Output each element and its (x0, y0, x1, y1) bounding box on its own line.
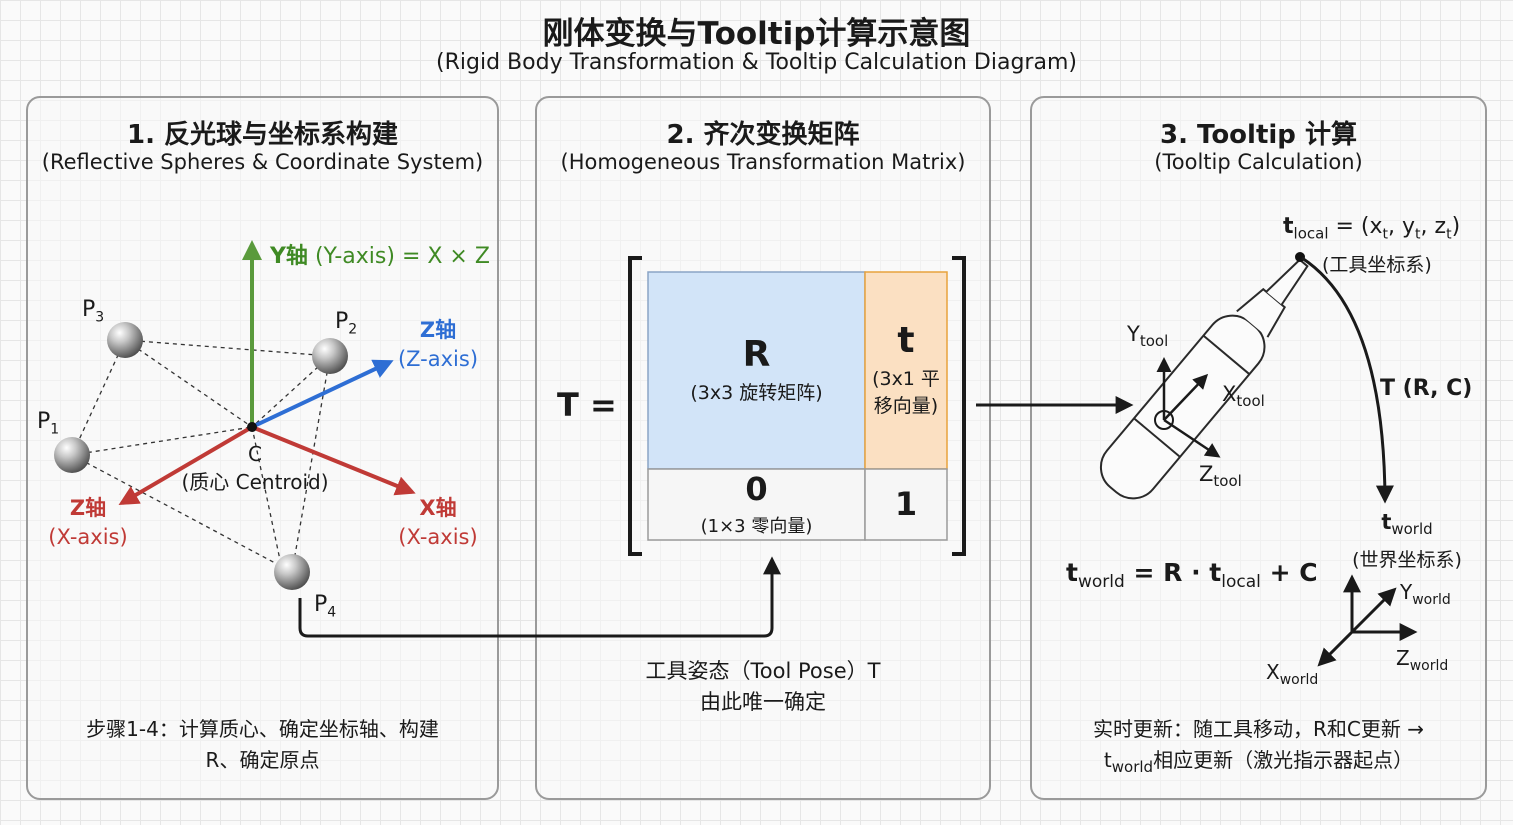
centroid-label: C(质心 Centroid) (181, 442, 329, 494)
matrix-zero-block (647, 468, 866, 541)
left-axis-arrow (118, 425, 254, 506)
matrix-one-block (864, 468, 948, 541)
matrix-brackets (628, 256, 966, 556)
point-label-p3: P3 (82, 297, 105, 326)
tworld-equation: tworld = R · tlocal + C (1066, 558, 1318, 592)
point-label-p1: P1 (37, 409, 60, 438)
zworld-label: Zworld (1396, 646, 1449, 674)
sphere-p3 (107, 322, 143, 358)
transform-label: T (R, C) (1380, 376, 1473, 401)
point-label-p4: P4 (314, 592, 337, 621)
panel1-subtitle: (Reflective Spheres & Coordinate System) (41, 150, 484, 174)
panel3-note-line2: tworld相应更新（激光指示器起点） (1032, 745, 1485, 783)
sphere-p2 (312, 338, 348, 374)
ztool-arrow (1163, 418, 1221, 458)
matrix-t-block (864, 271, 948, 470)
matrix-r-label: R (742, 334, 771, 375)
sphere-p1 (54, 437, 90, 473)
y-axis-label: Y轴 (Y-axis) = X × Z (270, 244, 490, 269)
matrix-zero-sub: (1×3 零向量) (700, 516, 813, 537)
note-t: t (1103, 748, 1112, 772)
panel2-note-line1: 工具姿态（Tool Pose）T (645, 659, 881, 683)
panel2-note: 工具姿态（Tool Pose）T 由此唯一确定 (537, 656, 989, 718)
matrix-zero-label: 0 (745, 470, 768, 508)
xtool-label: Xtool (1222, 382, 1265, 411)
panel2-subtitle: (Homogeneous Transformation Matrix) (560, 150, 966, 174)
panel3-note: 实时更新：随工具移动，R和C更新 → tworld相应更新（激光指示器起点） (1032, 714, 1485, 783)
note-t-sub: world (1111, 758, 1154, 776)
sphere-p4 (274, 554, 310, 590)
tlocal-label: tlocal = (xt, yt, zt) (1283, 214, 1461, 243)
t-equals: T = (557, 386, 617, 424)
matrix-one-label: 1 (894, 485, 918, 523)
transform-curve-arrow (1301, 256, 1394, 504)
matrix-r-block (647, 271, 866, 470)
diagram-subtitle: (Rigid Body Transformation & Tooltip Cal… (436, 50, 1077, 75)
yworld-arrow (1350, 587, 1397, 634)
panel1-note-line2: R、确定原点 (205, 748, 320, 772)
matrix-t-sub: (3x1 平移向量) (872, 368, 940, 417)
matrix-t-label: t (897, 320, 915, 361)
p4-to-matrix-connector (298, 556, 781, 638)
xworld-arrow (1317, 630, 1354, 667)
point-label-p2: P2 (335, 309, 358, 338)
world-frame-label: (世界坐标系) (1352, 549, 1462, 571)
panel1-title: 1. 反光球与坐标系构建 (126, 120, 399, 150)
panel3-title: 3. Tooltip 计算 (1160, 120, 1357, 150)
panel1-note: 步骤1-4：计算质心、确定坐标轴、构建 R、确定原点 (28, 714, 497, 776)
note-rest: 相应更新（激光指示器起点） (1153, 748, 1414, 772)
panel-coordinate-system: 1. 反光球与坐标系构建 (Reflective Spheres & Coord… (26, 96, 499, 800)
ztool-label: Ztool (1199, 462, 1242, 491)
x-axis-label: X轴(X-axis) (398, 496, 478, 549)
panel-tooltip-calculation: 3. Tooltip 计算 (Tooltip Calculation) 实时更新… (1030, 96, 1487, 800)
xworld-label: Xworld (1266, 660, 1319, 688)
tool-frame-label: (工具坐标系) (1322, 254, 1432, 276)
ytool-label: Ytool (1127, 322, 1169, 351)
yworld-label: Yworld (1400, 580, 1451, 608)
diagram-title: 刚体变换与Tooltip计算示意图 (542, 16, 971, 52)
x-axis-arrow (251, 425, 416, 496)
left-axis-label: Z轴(X-axis) (48, 496, 128, 549)
z-axis-arrow (251, 359, 394, 429)
tworld-label: tworld (1381, 510, 1433, 539)
panel2-title: 2. 齐次变换矩阵 (666, 120, 860, 150)
panel2-note-line2: 由此唯一确定 (700, 690, 826, 714)
xtool-arrow (1163, 373, 1209, 421)
matrix-r-sub: (3x3 旋转矩阵) (690, 382, 823, 404)
tool-body (1099, 258, 1309, 500)
centroid-dot (247, 422, 257, 432)
panel3-note-line1: 实时更新：随工具移动，R和C更新 → (1093, 717, 1424, 741)
z-axis-label: Z轴(Z-axis) (397, 318, 479, 371)
panel1-note-line1: 步骤1-4：计算质心、确定坐标轴、构建 (86, 717, 439, 741)
panel3-subtitle: (Tooltip Calculation) (1154, 150, 1363, 174)
